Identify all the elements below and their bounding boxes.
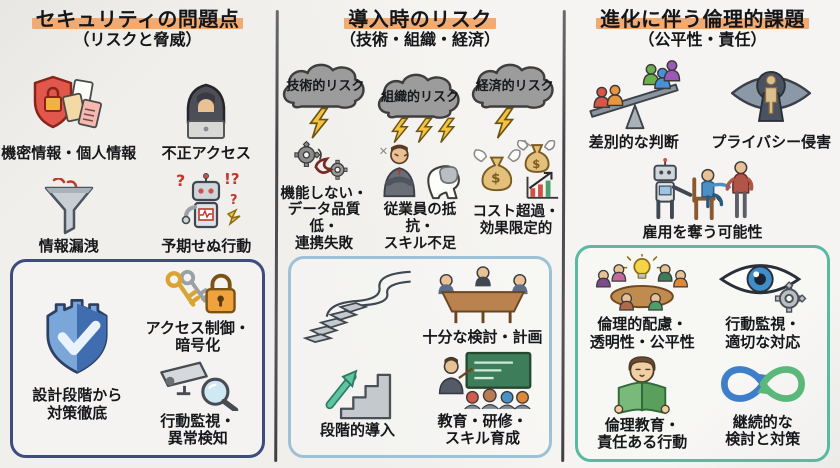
svg-text:✕: ✕ bbox=[379, 145, 388, 158]
keys-padlock-icon bbox=[165, 269, 236, 314]
deployment-solutions-box: 十分な検討・計画 段階的導入 bbox=[288, 256, 552, 458]
eye-gear-icon bbox=[718, 264, 807, 314]
storm-cloud-lightning-icon bbox=[282, 64, 365, 139]
item-label: 教育・研修・ スキル育成 bbox=[437, 411, 528, 447]
storm-cloud-lightning-icon bbox=[377, 74, 460, 144]
item-unauthorized-access: 不正アクセス bbox=[138, 67, 276, 164]
continuous-loop-icon bbox=[720, 366, 805, 402]
winding-stair-path-icon bbox=[302, 270, 411, 343]
item-label: 情報漏洩 bbox=[38, 236, 99, 255]
ethics-title: 進化に伴う倫理的課題 bbox=[596, 8, 809, 31]
item-label: 行動監視・ 適切な対応 bbox=[725, 315, 801, 351]
item-label: 機密情報・個人情報 bbox=[1, 143, 137, 162]
item-label: 差別的な判断 bbox=[588, 133, 679, 152]
column-security: セキュリティの問題点 （リスクと脅威） bbox=[0, 0, 275, 468]
cloud-label: 技術的リスク bbox=[286, 78, 365, 94]
risk-clouds: 技術的リスク 組織的リスク 経済的リスク bbox=[278, 60, 562, 144]
item-employee-resistance: ✕ 従業員の抵抗・ スキル不足 bbox=[370, 140, 470, 254]
cloud-organizational-risk: 組織的リスク bbox=[373, 60, 468, 144]
item-label: プライバシー侵害 bbox=[711, 133, 832, 152]
security-subtitle: （リスクと脅威） bbox=[73, 30, 202, 49]
item-technical-failure: 機能しない・ データ品質低・ 連携失敗 bbox=[278, 140, 370, 254]
item-secure-by-design: 設計段階から 対策徹底 bbox=[17, 268, 138, 449]
ethics-items: 差別的な判断 プライバシー侵害 bbox=[565, 49, 840, 243]
meeting-table-icon bbox=[437, 266, 528, 324]
column-ethics: 進化に伴う倫理的課題 （公平性・責任） bbox=[565, 0, 840, 468]
item-access-control: アクセス制御・ 暗号化 bbox=[138, 268, 259, 357]
item-phased-introduction: 段階的導入 bbox=[295, 349, 420, 450]
eye-keyhole-person-icon bbox=[731, 71, 812, 122]
unbalanced-seesaw-people-icon bbox=[589, 60, 681, 130]
item-label: 継続的な 検討と対策 bbox=[725, 412, 801, 449]
item-discriminatory-judgment: 差別的な判断 bbox=[565, 49, 703, 153]
camera-magnifier-icon bbox=[159, 361, 239, 411]
tangled-gears-icon bbox=[294, 140, 348, 180]
item-ethics-education: 倫理教育・ 責任ある行動 bbox=[582, 353, 703, 454]
cloud-label: 組織的リスク bbox=[380, 90, 460, 106]
deployment-subtitle: （技術・組織・経済） bbox=[339, 30, 500, 49]
item-label: コスト超過・ 効果限定的 bbox=[472, 204, 560, 237]
svg-text:$: $ bbox=[491, 172, 500, 187]
security-solutions-box: 設計段階から 対策徹底 アクセス制御・ 暗号化 bbox=[10, 259, 265, 458]
roundtable-idea-icon bbox=[596, 254, 689, 312]
item-info-leak: 情報漏洩 bbox=[0, 164, 138, 257]
item-label: 設計段階から 対策徹底 bbox=[32, 386, 123, 422]
shield-lock-documents-icon bbox=[33, 75, 102, 128]
item-unexpected-behavior: ? !? ? 予期せぬ行動 bbox=[138, 164, 276, 257]
flying-money-bags-icon: $ $ bbox=[473, 140, 559, 200]
svg-text:?: ? bbox=[176, 171, 185, 190]
item-training: 教育・研修・ スキル育成 bbox=[420, 349, 545, 450]
ethics-solutions-box: 倫理的配慮・ 透明性・公平性 bbox=[575, 245, 830, 463]
deployment-title: 導入時のリスク bbox=[344, 8, 496, 31]
ethics-subtitle: （公平性・責任） bbox=[638, 30, 767, 49]
resisting-employee-icon: ✕ bbox=[379, 144, 460, 200]
item-confidential-info: 機密情報・個人情報 bbox=[0, 67, 138, 164]
ethics-reading-icon bbox=[614, 356, 671, 415]
item-label: 予期せぬ行動 bbox=[161, 236, 252, 255]
item-label: 段階的導入 bbox=[319, 421, 395, 440]
deployment-items: 技術的リスク 組織的リスク 経済的リスク bbox=[278, 60, 562, 254]
cloud-technical-risk: 技術的リスク bbox=[278, 60, 373, 140]
item-label: 不正アクセス bbox=[161, 143, 251, 162]
hooded-hacker-laptop-icon bbox=[187, 83, 226, 139]
item-label: 倫理的配慮・ 透明性・公平性 bbox=[589, 315, 695, 351]
svg-text:$: $ bbox=[532, 157, 540, 171]
storm-cloud-lightning-icon bbox=[472, 64, 555, 139]
leaking-funnel-icon bbox=[44, 177, 93, 234]
svg-text:!?: !? bbox=[224, 170, 240, 188]
svg-text:?: ? bbox=[230, 193, 238, 208]
item-job-loss: 雇用を奪う可能性 bbox=[565, 153, 840, 243]
security-items: 機密情報・個人情報 不正アクセス bbox=[0, 67, 275, 257]
item-ethical-consideration: 倫理的配慮・ 透明性・公平性 bbox=[582, 254, 703, 353]
confused-robot-icon: ? !? ? bbox=[176, 170, 241, 228]
robot-taking-chair-icon bbox=[653, 158, 753, 221]
item-label: 行動監視・ 異常検知 bbox=[160, 411, 236, 447]
item-thorough-planning: 十分な検討・計画 bbox=[420, 265, 545, 348]
cloud-label: 経済的リスク bbox=[475, 78, 554, 94]
item-privacy-violation: プライバシー侵害 bbox=[703, 49, 840, 153]
item-label: 雇用を奪う可能性 bbox=[642, 223, 763, 242]
item-winding-path bbox=[295, 265, 420, 348]
item-cost-overrun: $ $ コスト超過・ 効果限定的 bbox=[470, 140, 562, 254]
item-behavior-monitoring: 行動監視・ 異常検知 bbox=[138, 357, 259, 450]
classroom-training-icon bbox=[438, 351, 531, 409]
item-label: 従業員の抵抗・ スキル不足 bbox=[383, 202, 457, 252]
stairs-up-arrow-icon bbox=[325, 369, 391, 420]
item-monitoring-response: 行動監視・ 適切な対応 bbox=[703, 254, 824, 353]
deployment-header: 導入時のリスク （技術・組織・経済） bbox=[278, 8, 562, 60]
column-deployment: 導入時のリスク （技術・組織・経済） 技術的リスク bbox=[278, 0, 562, 468]
item-label: 機能しない・ データ品質低・ 連携失敗 bbox=[280, 185, 368, 252]
item-label: アクセス制御・ 暗号化 bbox=[145, 319, 250, 355]
security-header: セキュリティの問題点 （リスクと脅威） bbox=[0, 8, 275, 67]
item-label: 倫理教育・ 責任ある行動 bbox=[597, 415, 688, 452]
security-title: セキュリティの問題点 bbox=[31, 8, 244, 31]
cloud-economic-risk: 経済的リスク bbox=[467, 60, 562, 140]
item-label: 十分な検討・計画 bbox=[422, 328, 543, 347]
ethics-header: 進化に伴う倫理的課題 （公平性・責任） bbox=[565, 8, 840, 49]
shield-check-icon bbox=[46, 299, 108, 374]
item-continuous-review: 継続的な 検討と対策 bbox=[703, 353, 824, 454]
